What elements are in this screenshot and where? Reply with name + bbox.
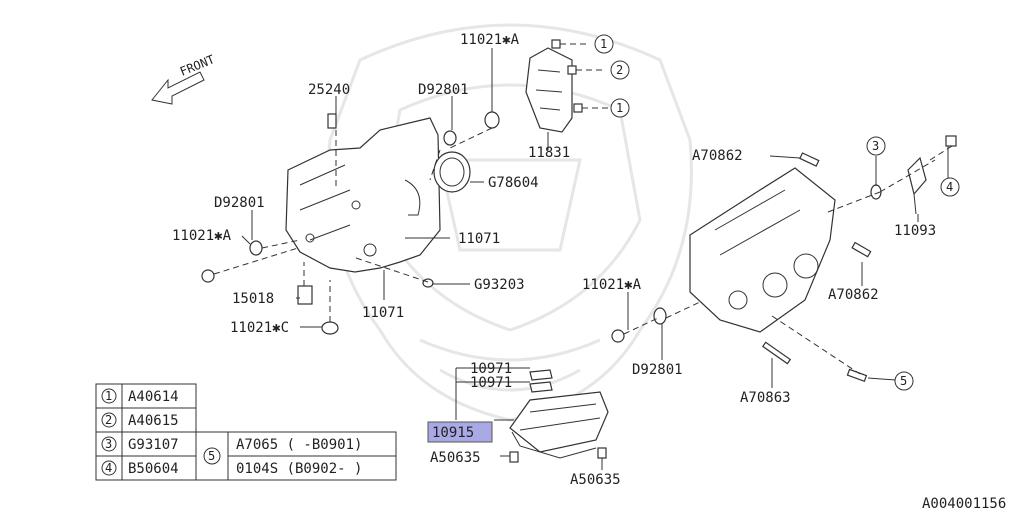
callout-a50635-left: A50635 (430, 450, 481, 466)
marker-2: 2 (616, 63, 623, 77)
callout-25240: 25240 (308, 82, 350, 98)
callouts: 11021✱A 25240 D92801 11831 G78604 D92801… (172, 32, 936, 488)
marker-1-top: 1 (600, 37, 607, 51)
diagram-ref-code: A004001156 (922, 496, 1006, 512)
leader-lines (241, 48, 949, 470)
highlight-10915 (427, 421, 493, 443)
small-parts (201, 111, 957, 463)
callout-15018: 15018 (232, 291, 274, 307)
baffle-plate (509, 391, 609, 459)
callout-g93203: G93203 (474, 277, 525, 293)
pipe-11093 (907, 156, 927, 215)
left-crankcase (285, 117, 441, 273)
legend-r2-num: 2 (105, 413, 112, 427)
legend-r3-num: 3 (105, 437, 112, 451)
marker-1-bottom: 1 (616, 101, 623, 115)
callout-10971-b: 10971 (470, 375, 512, 391)
legend-r2-code: A40615 (128, 413, 179, 429)
marker-4: 4 (946, 180, 953, 194)
front-arrow: FRONT (151, 52, 217, 105)
callout-11021a-right: 11021✱A (582, 277, 642, 293)
callout-g78604: G78604 (488, 175, 539, 191)
legend-table: 1 A40614 2 A40615 3 G93107 4 B50604 5 A7… (95, 383, 397, 481)
oil-seal (433, 151, 471, 193)
callout-a70863: A70863 (740, 390, 791, 406)
marker-5: 5 (900, 374, 907, 388)
callout-a50635-right: A50635 (570, 472, 621, 488)
cover-bolts (551, 39, 608, 113)
legend-r4-num: 4 (105, 461, 112, 475)
callout-a70862-bottom: A70862 (828, 287, 879, 303)
callout-a70862-top: A70862 (692, 148, 743, 164)
right-crankcase (689, 167, 836, 333)
callout-10915: 10915 (432, 425, 474, 441)
callout-d92801-left: D92801 (214, 195, 265, 211)
legend-r5-code-b: 0104S (B0902- ) (236, 461, 362, 477)
callout-d92801-top: D92801 (418, 82, 469, 98)
legend-r4-code: B50604 (128, 461, 179, 477)
callout-11021a-top: 11021✱A (460, 32, 520, 48)
circled-markers: 1 2 1 3 4 5 (594, 34, 960, 391)
callout-11831: 11831 (528, 145, 570, 161)
legend-r1-code: A40614 (128, 389, 179, 405)
callout-10971-a: 10971 (470, 361, 512, 377)
marker-3: 3 (872, 139, 879, 153)
legend-r1-num: 1 (105, 389, 112, 403)
callout-d92801-right: D92801 (632, 362, 683, 378)
callout-11021c: 11021✱C (230, 320, 289, 336)
callout-11071-a: 11071 (458, 231, 500, 247)
callout-11093: 11093 (894, 223, 936, 239)
callout-11021a-left: 11021✱A (172, 228, 232, 244)
cover-plate (525, 47, 573, 133)
front-label: FRONT (178, 52, 217, 79)
legend-r5-code-a: A7065 ( -B0901) (236, 437, 362, 453)
callout-11071-b: 11071 (362, 305, 404, 321)
plates-10971 (529, 369, 553, 393)
legend-r3-code: G93107 (128, 437, 179, 453)
legend-r5-num: 5 (208, 449, 215, 463)
